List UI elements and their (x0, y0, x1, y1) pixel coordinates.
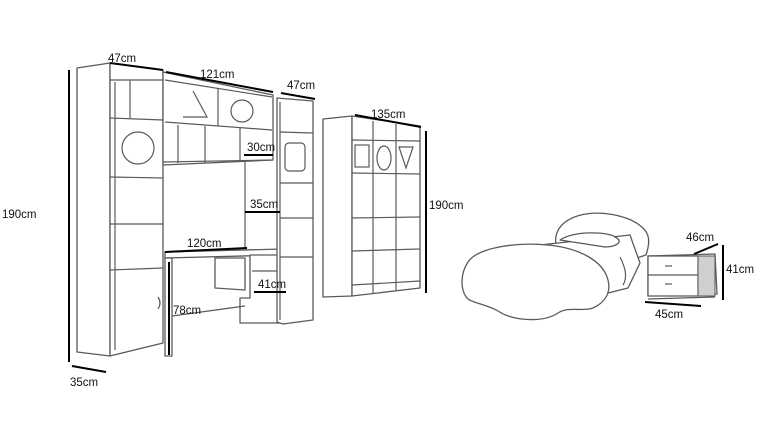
car-bed-drawing (461, 212, 650, 321)
nightstand-depth-label: 46cm (686, 232, 714, 244)
square-decoration (284, 142, 306, 172)
porthole-decoration (121, 131, 155, 165)
nightstand-height-label: 41cm (726, 264, 754, 276)
drawer-width-label: 41cm (258, 279, 286, 291)
circle-decoration (230, 99, 254, 123)
bookcase-drawing (322, 115, 421, 298)
wardrobe-depth-label: 35cm (70, 377, 98, 389)
wall-unit-drawing (76, 62, 314, 357)
door-handle-icon (157, 296, 161, 310)
desk-height-label: 78cm (173, 305, 201, 317)
wardrobe-height-label: 190cm (2, 209, 37, 221)
upper-cabinet-width-label: 121cm (200, 69, 235, 81)
desk-gap-label: 35cm (250, 199, 278, 211)
left-tower-width-label: 47cm (108, 53, 136, 65)
right-tower-width-label: 47cm (287, 80, 315, 92)
dimension-lines (68, 62, 724, 373)
bookcase-width-label: 135cm (371, 109, 406, 121)
bookcase-height-label: 190cm (429, 200, 464, 212)
triangle-decoration (183, 90, 209, 118)
nightstand-drawing (647, 253, 718, 300)
shelf-depth-label: 30cm (247, 142, 275, 154)
nightstand-width-label: 45cm (655, 309, 683, 321)
desk-width-label: 120cm (187, 238, 222, 250)
